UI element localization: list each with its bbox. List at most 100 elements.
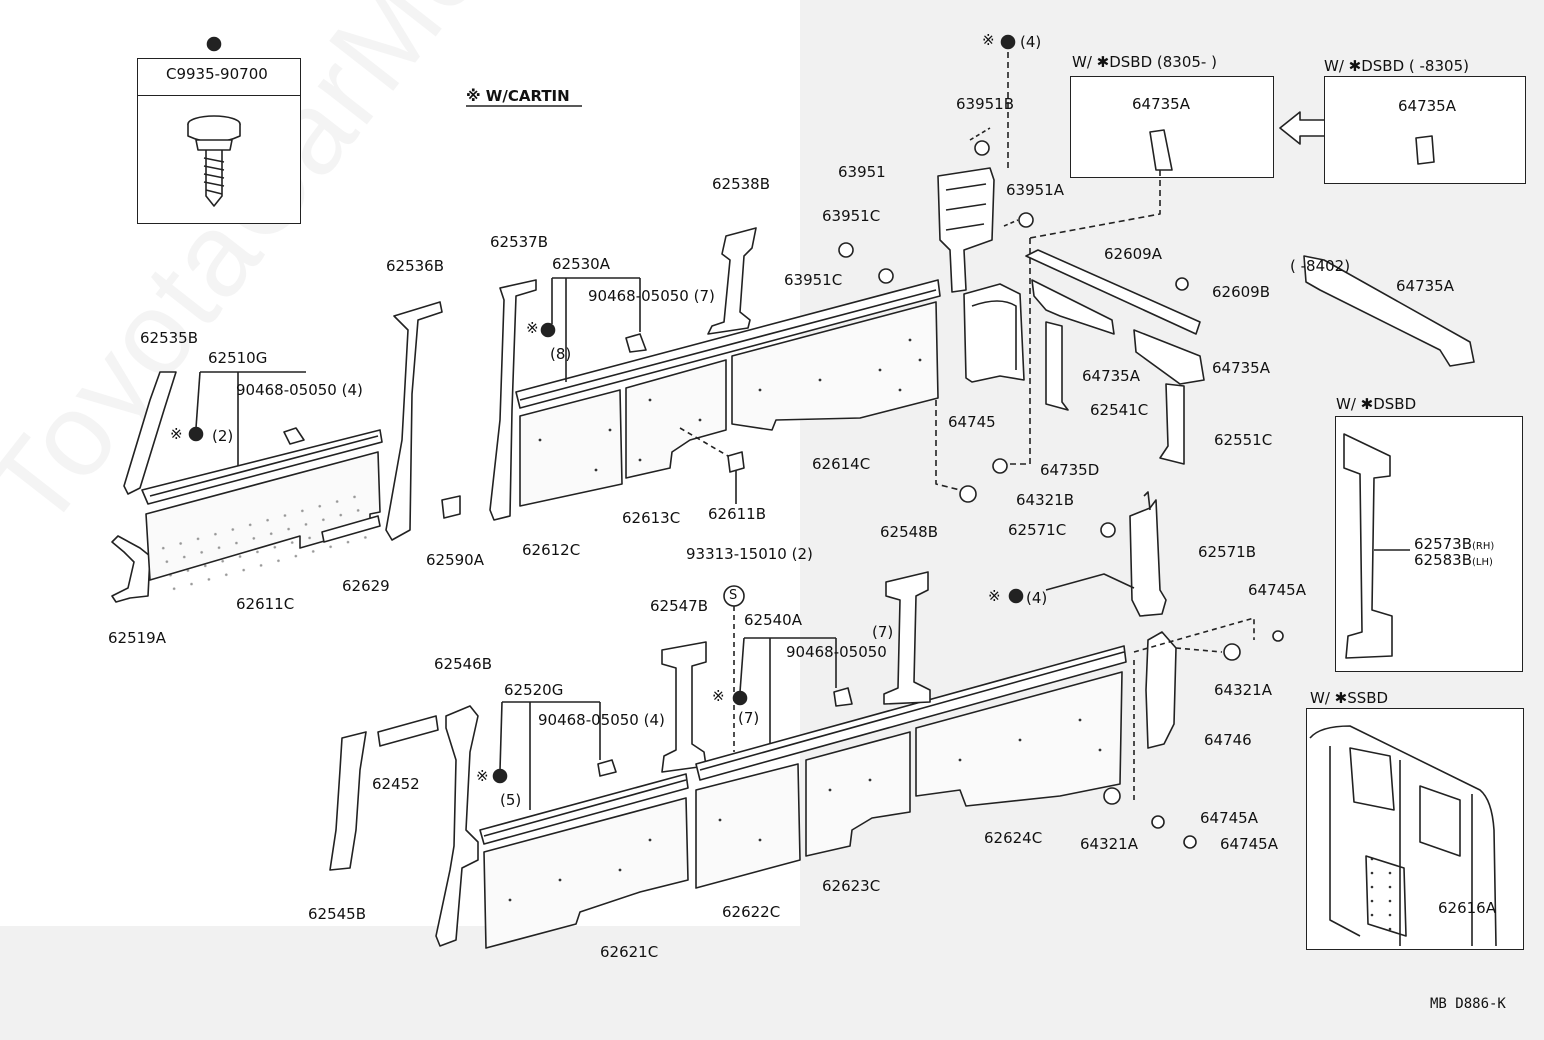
label-90468-4a: 90468-05050 (4)	[236, 381, 363, 399]
ref-marker-cartin-b: ※	[526, 319, 539, 337]
label-62613C: 62613C	[622, 509, 681, 527]
part-62621C	[483, 797, 689, 949]
label-62590A: 62590A	[426, 551, 484, 569]
label-62571B: 62571B	[1198, 543, 1257, 561]
part-62612C	[519, 389, 623, 507]
dsbd-old-title: W/ ✱DSBD ( -8305)	[1324, 57, 1469, 75]
label-64735A-box1: 64735A	[1132, 95, 1190, 113]
part-62546B	[435, 705, 479, 947]
label-qty-2: (2)	[212, 427, 234, 445]
label-63951A: 63951A	[1006, 181, 1064, 199]
label-62537B: 62537B	[490, 233, 549, 251]
label-63951B: 63951B	[956, 95, 1015, 113]
cartin-note: ※ W/CARTIN	[466, 87, 570, 105]
label-62609B: 62609B	[1212, 283, 1271, 301]
part-64745	[963, 283, 1025, 383]
ssbd-box	[1306, 708, 1524, 950]
diagram-code: MB D886-K	[1430, 996, 1506, 1012]
dsbd-old-box	[1324, 76, 1526, 184]
part-62541C	[1045, 321, 1069, 411]
label-62629: 62629	[342, 577, 390, 595]
label-64735A-box2: 64735A	[1398, 97, 1456, 115]
part-63951	[937, 167, 995, 293]
part-62545B	[329, 731, 367, 871]
label-64321A-b: 64321A	[1080, 835, 1138, 853]
label-62538B: 62538B	[712, 175, 771, 193]
ref-marker-s: S	[729, 588, 738, 603]
ref-marker-cartin-f: ※	[476, 767, 489, 785]
label-62548B: 62548B	[880, 523, 939, 541]
label-62583B-lh: (LH)	[1472, 557, 1493, 568]
label-64735D: 64735D	[1040, 461, 1100, 479]
label-qty-7b: (7)	[872, 623, 894, 641]
screw-legend-box	[137, 58, 301, 224]
label-62611C: 62611C	[236, 595, 295, 613]
part-62573B	[1343, 433, 1393, 659]
label-62540A: 62540A	[744, 611, 802, 629]
label-62541C: 62541C	[1090, 401, 1149, 419]
label-62452: 62452	[372, 775, 420, 793]
label-62520G: 62520G	[504, 681, 564, 699]
label-62583B-number: 62583B	[1414, 551, 1473, 569]
part-62551C	[1159, 383, 1185, 465]
label-qty-8: (8)	[550, 345, 572, 363]
label-62551C: 62551C	[1214, 431, 1273, 449]
part-62540A	[695, 645, 1127, 781]
label-62624C: 62624C	[984, 829, 1043, 847]
part-62536B	[385, 301, 443, 541]
part-62609A	[1025, 249, 1201, 335]
label-62545B: 62545B	[308, 905, 367, 923]
label-90468-7a: 90468-05050 (7)	[588, 287, 715, 305]
label-qty-5: (5)	[500, 791, 522, 809]
label-62536B: 62536B	[386, 257, 445, 275]
label-62621C: 62621C	[600, 943, 659, 961]
label-62612C: 62612C	[522, 541, 581, 559]
part-62624C	[915, 671, 1123, 807]
label-62611B: 62611B	[708, 505, 767, 523]
label-62571C: 62571C	[1008, 521, 1067, 539]
part-62613C	[625, 359, 727, 479]
part-62629	[321, 515, 381, 543]
label-62583B: 62583B(LH)	[1414, 552, 1493, 571]
label-64735A-main1: 64735A	[1082, 367, 1140, 385]
label-62530A: 62530A	[552, 255, 610, 273]
dsbd-new-title: W/ ✱DSBD (8305- )	[1072, 53, 1217, 71]
label-62573B-rh: (RH)	[1472, 541, 1495, 552]
ref-marker-cartin-e: ※	[712, 687, 725, 705]
label-qty-4b: (4)	[1026, 589, 1048, 607]
part-62623C	[805, 731, 911, 857]
label-62546B: 62546B	[434, 655, 493, 673]
label-62519A: 62519A	[108, 629, 166, 647]
part-62535B	[123, 371, 177, 495]
screw-part-number: C9935-90700	[166, 65, 268, 83]
part-62538B	[707, 227, 757, 335]
part-62530A	[515, 279, 941, 409]
label-62622C: 62622C	[722, 903, 781, 921]
part-62571B	[1129, 499, 1167, 617]
ref-marker-cartin-a: ※	[982, 31, 995, 49]
label-93313: 93313-15010 (2)	[686, 545, 813, 563]
label-64321A-a: 64321A	[1214, 681, 1272, 699]
part-62519A	[111, 535, 151, 603]
part-62590A	[441, 495, 461, 519]
label-62623C: 62623C	[822, 877, 881, 895]
part-64735A-right	[1133, 329, 1205, 385]
label-90468-4b: 90468-05050 (4)	[538, 711, 665, 729]
label-62616A: 62616A	[1438, 899, 1496, 917]
label-62573B: 62573B(RH)	[1414, 536, 1494, 555]
label-64745A-a: 64745A	[1248, 581, 1306, 599]
label-64745A-c: 64745A	[1220, 835, 1278, 853]
dsbd-title: W/ ✱DSBD	[1336, 395, 1417, 413]
label-64745: 64745	[948, 413, 996, 431]
label-62614C: 62614C	[812, 455, 871, 473]
ssbd-title: W/ ✱SSBD	[1310, 689, 1389, 707]
label-63951C-a: 63951C	[822, 207, 881, 225]
label-62547B: 62547B	[650, 597, 709, 615]
label-62510G: 62510G	[208, 349, 268, 367]
label-64746: 64746	[1204, 731, 1252, 749]
label-62535B: 62535B	[140, 329, 199, 347]
label-62609A: 62609A	[1104, 245, 1162, 263]
label-64321B: 64321B	[1016, 491, 1075, 509]
label-62573B-number: 62573B	[1414, 535, 1473, 553]
